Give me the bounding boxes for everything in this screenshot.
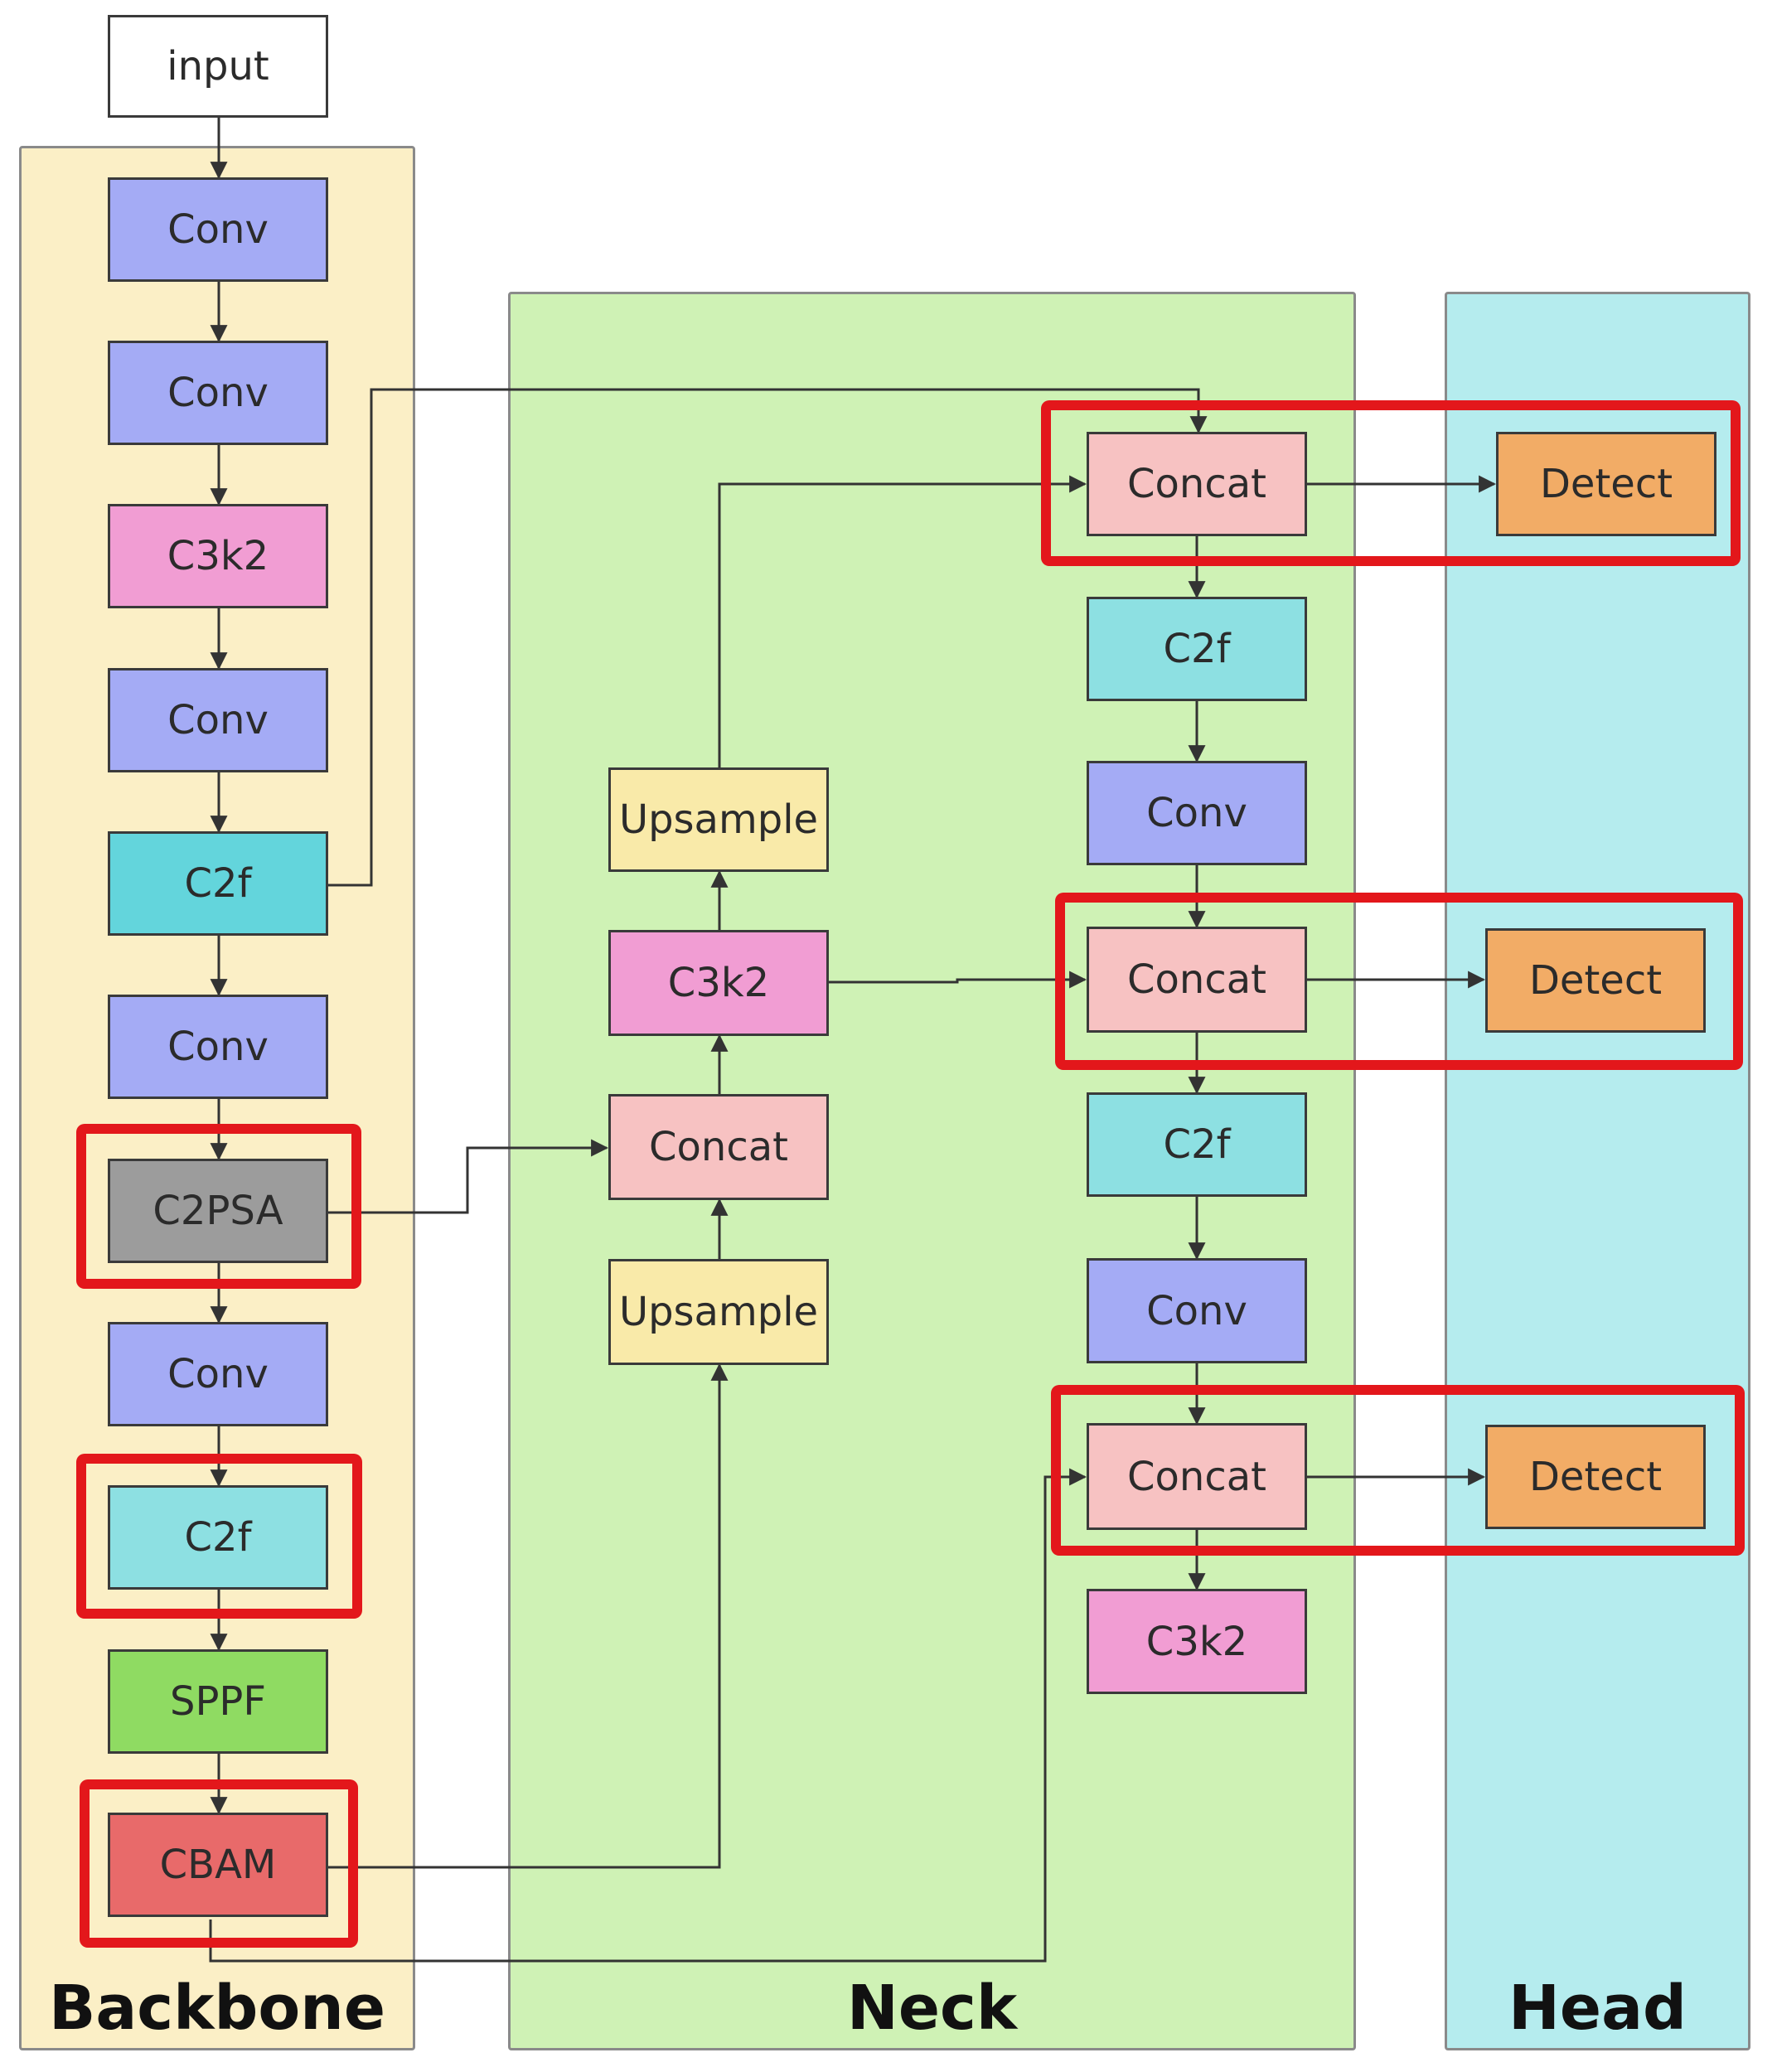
head-section	[1445, 292, 1750, 2050]
input-block: input	[108, 15, 328, 118]
backbone-c2psa: C2PSA	[108, 1159, 328, 1263]
neck-upsample-1: Upsample	[608, 767, 829, 872]
edge-cbam-to-concat-bottom	[209, 1468, 1087, 1963]
neck-concat-left: Concat	[608, 1094, 829, 1200]
neck-upsample-2: Upsample	[608, 1259, 829, 1365]
backbone-conv-5: Conv	[108, 1322, 328, 1426]
head-detect-1: Detect	[1496, 432, 1716, 536]
neck-c2f-1: C2f	[1087, 597, 1307, 701]
neck-label: Neck	[846, 1973, 1018, 2044]
backbone-c3k2: C3k2	[108, 504, 328, 608]
neck-conv-2: Conv	[1087, 1258, 1307, 1363]
edge-upsample-to-concat-top	[718, 475, 1087, 767]
head-detect-2: Detect	[1485, 928, 1706, 1033]
backbone-c2f-1: C2f	[108, 831, 328, 936]
neck-concat-2: Concat	[1087, 927, 1307, 1033]
neck-concat-1: Concat	[1087, 432, 1307, 536]
backbone-label: Backbone	[48, 1973, 386, 2044]
backbone-cbam: CBAM	[108, 1813, 328, 1917]
head-label: Head	[1508, 1973, 1687, 2044]
neck-conv-1: Conv	[1087, 761, 1307, 865]
neck-c3k2: C3k2	[608, 930, 829, 1036]
edge-c2psa-to-concat	[328, 1139, 609, 1214]
edge-cbam-to-upsample	[328, 1363, 729, 1869]
neck-c3k2-right: C3k2	[1087, 1589, 1307, 1694]
neck-c2f-2: C2f	[1087, 1092, 1307, 1197]
neck-concat-3: Concat	[1087, 1423, 1307, 1530]
backbone-conv-3: Conv	[108, 668, 328, 772]
backbone-c2f-2: C2f	[108, 1485, 328, 1590]
head-detect-3: Detect	[1485, 1425, 1706, 1529]
backbone-conv-2: Conv	[108, 341, 328, 445]
backbone-sppf: SPPF	[108, 1649, 328, 1754]
backbone-conv-1: Conv	[108, 177, 328, 282]
edge-c3k2-to-concat-mid	[829, 971, 1087, 989]
backbone-conv-4: Conv	[108, 995, 328, 1099]
